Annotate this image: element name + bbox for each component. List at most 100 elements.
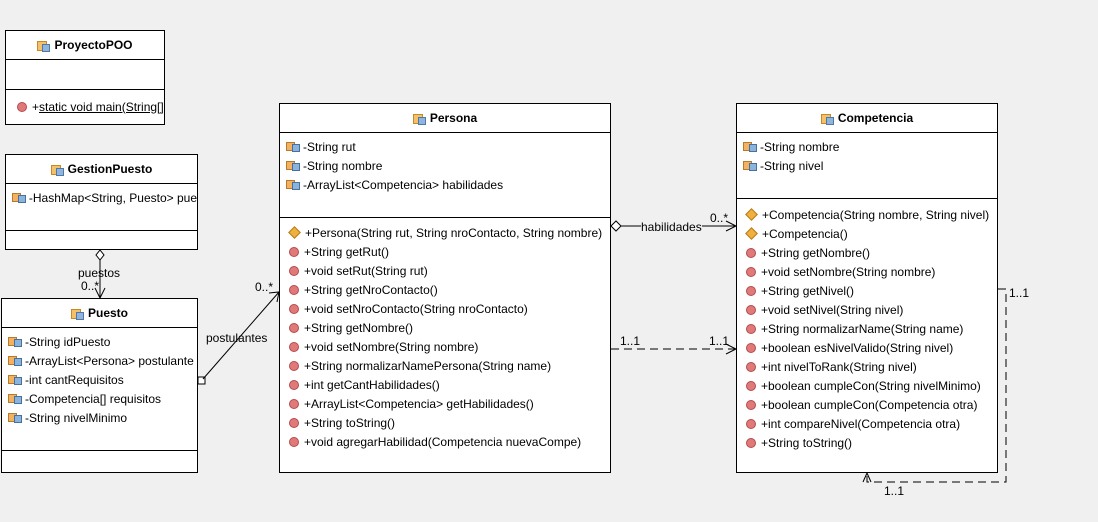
method-row[interactable]: +int getCantHabilidades() (280, 375, 610, 394)
public-method-icon (746, 437, 756, 448)
method-signature: +String toString() (304, 415, 396, 430)
class-persona[interactable]: Persona -String rut -String nombre -Arra… (279, 103, 611, 473)
field-row[interactable]: -String nivel (737, 156, 997, 175)
public-method-icon (746, 380, 756, 391)
method-signature: +String toString() (761, 435, 853, 450)
multiplicity-label: 1..1 (1009, 286, 1030, 300)
class-competencia[interactable]: Competencia -String nombre -String nivel… (736, 103, 998, 473)
arrow-head (725, 343, 738, 355)
public-method-icon (289, 341, 299, 352)
method-row[interactable]: +String toString() (280, 413, 610, 432)
method-signature: +void setNombre(String nombre) (761, 264, 936, 279)
public-method-icon (289, 436, 299, 447)
field-row[interactable]: -int cantRequisitos (2, 370, 197, 389)
field-text: -Competencia[] requisitos (25, 391, 162, 406)
field-text: -String nombre (303, 158, 383, 173)
class-header: Competencia (737, 104, 997, 133)
association-name: puestos (78, 266, 121, 280)
method-signature: +int getCantHabilidades() (304, 377, 440, 392)
method-row[interactable]: +static void main(String[] (6, 97, 164, 116)
aggregation-marker (197, 376, 206, 385)
method-row[interactable]: +String toString() (737, 433, 997, 452)
method-row[interactable]: +String normalizarName(String name) (737, 319, 997, 338)
association-postulantes[interactable] (197, 291, 280, 385)
private-field-icon (8, 374, 22, 385)
method-row[interactable]: +Competencia() (737, 224, 997, 243)
dependency-persona-competencia[interactable] (611, 343, 738, 355)
multiplicity-label: 1..1 (709, 334, 730, 348)
method-row[interactable]: +void setNroContacto(String nroContacto) (280, 299, 610, 318)
field-row[interactable]: -String nivelMinimo (2, 408, 197, 427)
method-signature: +Persona(String rut, String nroContacto,… (305, 225, 603, 240)
field-row[interactable]: -ArrayList<Persona> postulante (2, 351, 197, 370)
field-text: -String rut (303, 139, 356, 154)
class-icon (50, 164, 64, 176)
class-proyectopoo[interactable]: ProyectoPOO +static void main(String[] (5, 30, 165, 125)
method-signature: +ArrayList<Competencia> getHabilidades() (304, 396, 534, 411)
method-row[interactable]: +Competencia(String nombre, String nivel… (737, 205, 997, 224)
private-field-icon (743, 160, 757, 171)
method-row[interactable]: +boolean cumpleCon(String nivelMinimo) (737, 376, 997, 395)
multiplicity-label: 1..1 (884, 484, 905, 498)
method-signature: +void setRut(String rut) (304, 263, 428, 278)
method-signature: +void agregarHabilidad(Competencia nueva… (304, 434, 582, 449)
dependency-competencia-self[interactable] (862, 288, 1007, 483)
method-row[interactable]: +boolean cumpleCon(Competencia otra) (737, 395, 997, 414)
method-row[interactable]: +ArrayList<Competencia> getHabilidades() (280, 394, 610, 413)
private-field-icon (286, 179, 300, 190)
field-row[interactable]: -String nombre (737, 137, 997, 156)
method-row[interactable]: +int nivelToRank(String nivel) (737, 357, 997, 376)
method-row[interactable]: +void setRut(String rut) (280, 261, 610, 280)
field-text: -ArrayList<Persona> postulante (25, 353, 194, 368)
public-method-icon (289, 265, 299, 276)
method-row[interactable]: +void setNombre(String nombre) (737, 262, 997, 281)
class-puesto[interactable]: Puesto -String idPuesto -ArrayList<Perso… (1, 298, 198, 473)
method-row[interactable]: +boolean esNivelValido(String nivel) (737, 338, 997, 357)
method-row[interactable]: +String getNroContacto() (280, 280, 610, 299)
association-line (202, 291, 280, 380)
class-icon (412, 113, 426, 125)
field-row[interactable]: -ArrayList<Competencia> habilidades (280, 175, 610, 194)
public-method-icon (746, 418, 756, 429)
field-row[interactable]: -String rut (280, 137, 610, 156)
method-signature: +int compareNivel(Competencia otra) (761, 416, 961, 431)
method-row[interactable]: +String getRut() (280, 242, 610, 261)
method-visibility: + (32, 99, 40, 114)
class-name: Competencia (837, 111, 914, 125)
class-header: Puesto (2, 299, 197, 328)
association-name: postulantes (206, 331, 268, 345)
method-row[interactable]: +String getNivel() (737, 281, 997, 300)
field-row[interactable]: -String nombre (280, 156, 610, 175)
method-signature: +boolean cumpleCon(String nivelMinimo) (761, 378, 981, 393)
class-icon (820, 113, 834, 125)
method-row[interactable]: +void agregarHabilidad(Competencia nueva… (280, 432, 610, 451)
public-method-icon (746, 399, 756, 410)
public-method-icon (746, 323, 756, 334)
methods-section: +Competencia(String nombre, String nivel… (737, 199, 997, 452)
field-row[interactable]: -String idPuesto (2, 332, 197, 351)
class-header: GestionPuesto (6, 155, 197, 184)
field-row[interactable]: -Competencia[] requisitos (2, 389, 197, 408)
private-field-icon (12, 192, 26, 203)
field-row[interactable]: -HashMap<String, Puesto> pue (6, 188, 197, 207)
public-method-icon (289, 417, 299, 428)
public-method-icon (746, 285, 756, 296)
class-gestionpuesto[interactable]: GestionPuesto -HashMap<String, Puesto> p… (5, 154, 198, 250)
multiplicity-label: 0..* (710, 211, 729, 225)
method-row[interactable]: +String normalizarNamePersona(String nam… (280, 356, 610, 375)
aggregation-diamond (95, 249, 105, 261)
method-row[interactable]: +void setNombre(String nombre) (280, 337, 610, 356)
public-method-icon (746, 304, 756, 315)
method-row[interactable]: +void setNivel(String nivel) (737, 300, 997, 319)
association-puestos[interactable] (94, 249, 106, 300)
method-row[interactable]: +int compareNivel(Competencia otra) (737, 414, 997, 433)
method-row[interactable]: +String getNombre() (737, 243, 997, 262)
attributes-section: -String idPuesto -ArrayList<Persona> pos… (2, 328, 197, 451)
class-name: GestionPuesto (67, 162, 153, 176)
public-method-icon (289, 360, 299, 371)
attributes-section: -HashMap<String, Puesto> pue (6, 184, 197, 231)
public-method-icon (289, 322, 299, 333)
method-row[interactable]: +Persona(String rut, String nroContacto,… (280, 223, 610, 242)
method-row[interactable]: +String getNombre() (280, 318, 610, 337)
